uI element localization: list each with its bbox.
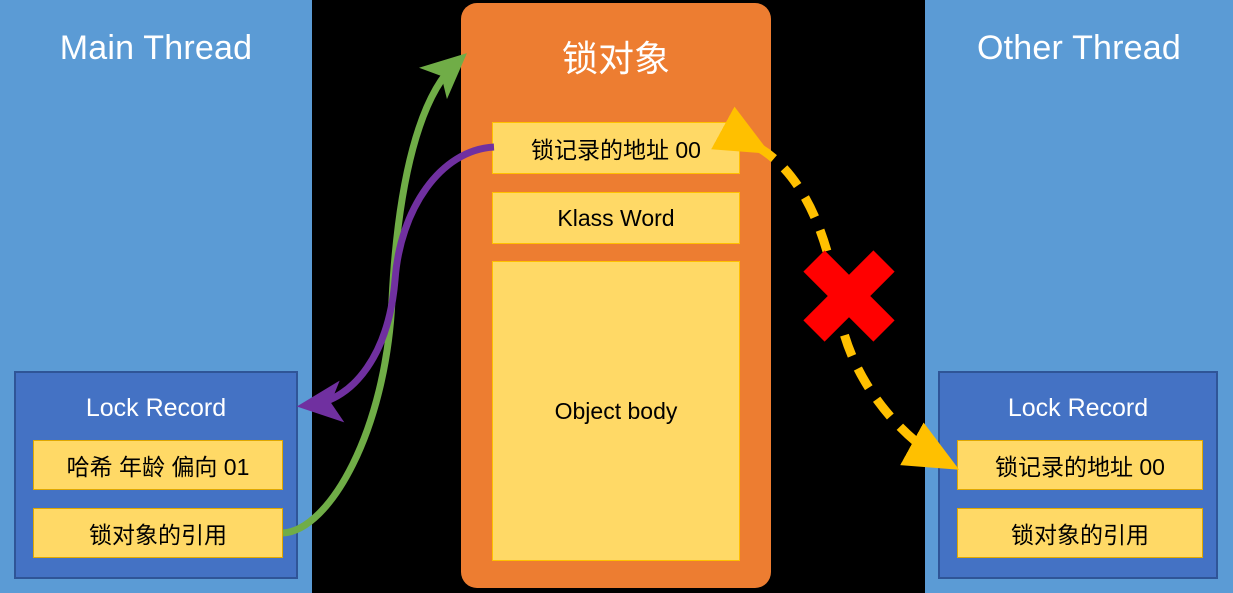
yellow-dashed-arrow-cas-attempt <box>711 106 960 470</box>
main-thread-lock-record: Lock Record 哈希 年龄 偏向 01 锁对象的引用 <box>14 371 298 579</box>
lock-object-title: 锁对象 <box>561 38 670 79</box>
main-thread-title: Main Thread <box>59 29 253 67</box>
lock-record-row-object-reference: 锁对象的引用 <box>33 508 283 558</box>
lock-record-title: Lock Record <box>85 394 227 422</box>
lock-object-row-klass-word: Klass Word <box>492 192 740 244</box>
lock-record-row-object-reference: 锁对象的引用 <box>957 508 1203 558</box>
other-thread-panel: Other Thread Lock Record 锁记录的地址 00 锁对象的引… <box>925 0 1233 593</box>
lock-object-panel: 锁对象 锁记录的地址 00 Klass Word Object body <box>461 3 771 588</box>
red-x-cross-icon <box>803 250 895 342</box>
lock-record-row-mark-word: 哈希 年龄 偏向 01 <box>33 440 283 490</box>
lock-record-title: Lock Record <box>1007 394 1149 422</box>
lock-record-row-lock-address: 锁记录的地址 00 <box>957 440 1203 490</box>
lock-object-row-object-body: Object body <box>492 261 740 561</box>
other-thread-title: Other Thread <box>977 29 1181 67</box>
lock-object-row-mark-word: 锁记录的地址 00 <box>492 122 740 174</box>
main-thread-panel: Main Thread Lock Record 哈希 年龄 偏向 01 锁对象的… <box>0 0 312 593</box>
other-thread-lock-record: Lock Record 锁记录的地址 00 锁对象的引用 <box>938 371 1218 579</box>
